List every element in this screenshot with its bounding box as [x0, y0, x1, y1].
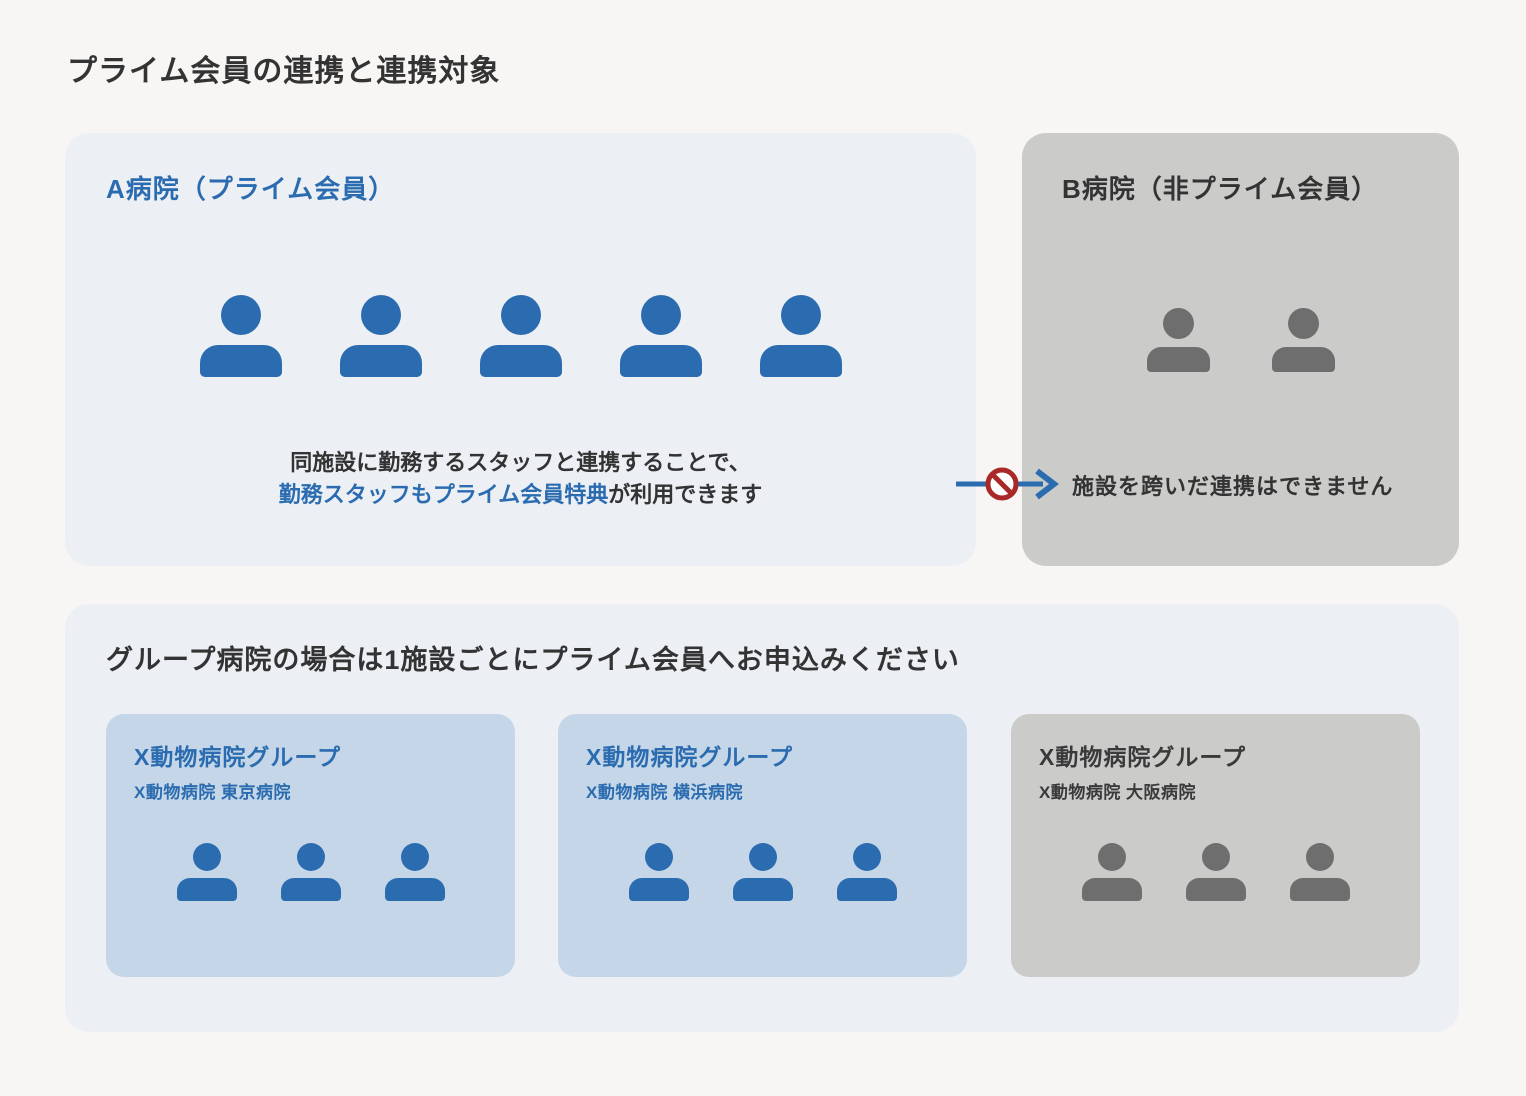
- hospital-a-caption-line1: 同施設に勤務するスタッフと連携することで、: [290, 450, 751, 475]
- hospital-a-title: A病院（プライム会員）: [106, 174, 396, 204]
- person-icon: [176, 843, 237, 901]
- page-title: プライム会員の連携と連携対象: [67, 55, 501, 88]
- person-head-shape: [748, 843, 777, 871]
- person-body-shape: [628, 878, 689, 901]
- group-hospital-group-name: X動物病院グループ: [586, 744, 793, 770]
- group-hospital-card-tokyo: X動物病院グループ X動物病院 東京病院: [106, 714, 515, 977]
- person-icon: [1146, 308, 1210, 372]
- person-icon: [199, 295, 282, 377]
- group-hospital-staff-icons: [1011, 843, 1420, 901]
- person-head-shape: [192, 843, 221, 871]
- person-body-shape: [619, 345, 702, 377]
- person-body-shape: [199, 345, 282, 377]
- hospital-a-caption-highlight: 勤務スタッフもプライム会員特典: [278, 482, 609, 507]
- person-head-shape: [852, 843, 881, 871]
- person-body-shape: [1185, 878, 1246, 901]
- group-hospital-facility-name: X動物病院 東京病院: [134, 783, 292, 802]
- person-icon: [280, 843, 341, 901]
- person-head-shape: [644, 843, 673, 871]
- person-body-shape: [176, 878, 237, 901]
- person-head-shape: [220, 295, 261, 335]
- arrow-head-shape: [1035, 468, 1059, 500]
- group-hospital-facility-name: X動物病院 大阪病院: [1039, 783, 1197, 802]
- person-icon: [836, 843, 897, 901]
- group-hospital-group-name: X動物病院グループ: [1039, 744, 1246, 770]
- person-icon: [339, 295, 422, 377]
- group-section-title: グループ病院の場合は1施設ごとにプライム会員へお申込みください: [106, 645, 960, 675]
- hospital-b-title: B病院（非プライム会員）: [1062, 174, 1379, 204]
- person-body-shape: [759, 345, 842, 377]
- person-head-shape: [1097, 843, 1126, 871]
- person-head-shape: [1305, 843, 1334, 871]
- person-icon: [1081, 843, 1142, 901]
- person-icon: [1271, 308, 1335, 372]
- person-icon: [619, 295, 702, 377]
- group-section-card: グループ病院の場合は1施設ごとにプライム会員へお申込みください X動物病院グルー…: [65, 604, 1459, 1032]
- person-body-shape: [384, 878, 445, 901]
- person-head-shape: [500, 295, 541, 335]
- person-head-shape: [1162, 308, 1194, 339]
- person-head-shape: [1201, 843, 1230, 871]
- hospital-a-caption-suffix: が利用できます: [608, 482, 763, 507]
- group-hospital-staff-icons: [106, 843, 515, 901]
- person-icon: [759, 295, 842, 377]
- hospital-a-caption: 同施設に勤務するスタッフと連携することで、 勤務スタッフもプライム会員特典が利用…: [65, 447, 976, 511]
- group-hospital-card-osaka: X動物病院グループ X動物病院 大阪病院: [1011, 714, 1420, 977]
- person-head-shape: [400, 843, 429, 871]
- prohibition-slash-shape: [990, 472, 1014, 496]
- person-body-shape: [1271, 347, 1335, 372]
- group-hospital-group-name: X動物病院グループ: [134, 744, 341, 770]
- person-icon: [732, 843, 793, 901]
- person-body-shape: [1081, 878, 1142, 901]
- group-hospital-card-yokohama: X動物病院グループ X動物病院 横浜病院: [558, 714, 967, 977]
- hospital-a-card: A病院（プライム会員） 同施設に勤務するスタッフと連携することで、 勤務スタッフ…: [65, 133, 976, 566]
- person-body-shape: [1146, 347, 1210, 372]
- hospital-b-caption: 施設を跨いだ連携はできません: [1072, 474, 1394, 499]
- person-head-shape: [360, 295, 401, 335]
- person-head-shape: [640, 295, 681, 335]
- person-body-shape: [732, 878, 793, 901]
- group-hospital-facility-name: X動物病院 横浜病院: [586, 783, 744, 802]
- prohibited-link-arrow-icon: [956, 467, 1059, 501]
- person-body-shape: [1289, 878, 1350, 901]
- hospital-b-staff-icons: [1022, 308, 1459, 372]
- person-body-shape: [479, 345, 562, 377]
- person-body-shape: [339, 345, 422, 377]
- group-hospital-staff-icons: [558, 843, 967, 901]
- hospital-a-staff-icons: [65, 295, 976, 377]
- hospital-b-card: B病院（非プライム会員） 施設を跨いだ連携はできません: [1022, 133, 1459, 566]
- person-icon: [479, 295, 562, 377]
- person-icon: [1185, 843, 1246, 901]
- person-icon: [1289, 843, 1350, 901]
- person-body-shape: [836, 878, 897, 901]
- person-head-shape: [296, 843, 325, 871]
- person-icon: [384, 843, 445, 901]
- person-head-shape: [780, 295, 821, 335]
- person-icon: [628, 843, 689, 901]
- person-body-shape: [280, 878, 341, 901]
- person-head-shape: [1287, 308, 1319, 339]
